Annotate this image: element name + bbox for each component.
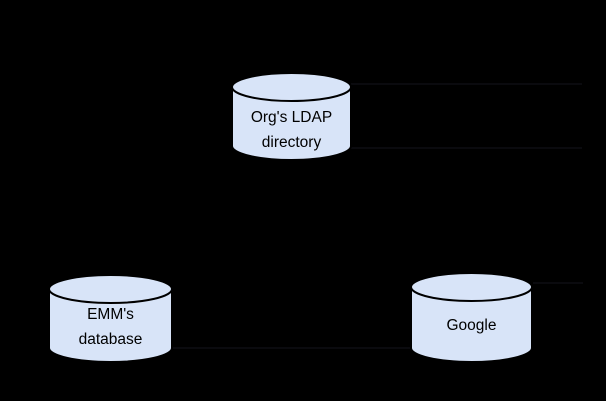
cylinder-top (48, 274, 173, 304)
cylinder-top (410, 272, 533, 302)
connector-lines (172, 83, 583, 349)
cylinder-top (231, 72, 352, 102)
cylinder-body (231, 87, 352, 161)
cylinder-body (410, 287, 533, 363)
cylinder-body (48, 289, 173, 363)
google-cylinder (410, 272, 533, 363)
emm-database-cylinder (48, 274, 173, 363)
org-ldap-cylinder (231, 72, 352, 161)
